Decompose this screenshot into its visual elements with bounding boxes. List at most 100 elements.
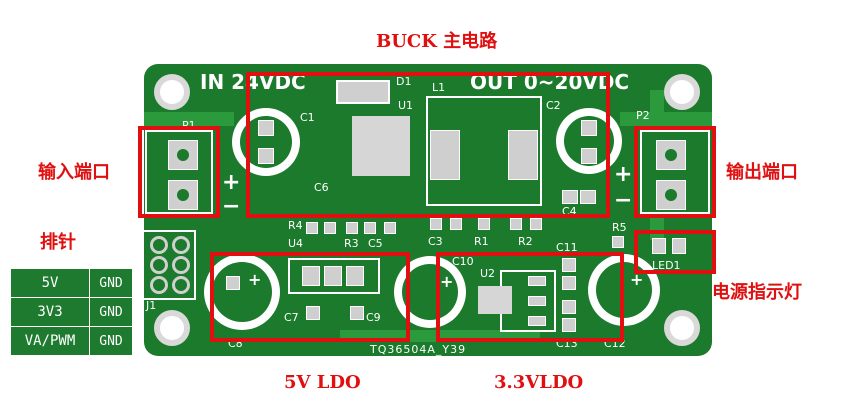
smd-pad bbox=[350, 306, 364, 320]
ground-cell: GND bbox=[89, 326, 133, 356]
mounting-hole bbox=[154, 310, 190, 346]
header-pin bbox=[150, 276, 168, 294]
table-row: VA/PWM GND bbox=[10, 326, 133, 356]
r1-label: R1 bbox=[474, 235, 489, 248]
ldo-33v-label: 3.3VLDO bbox=[494, 372, 584, 393]
c2-label: C2 bbox=[546, 99, 561, 112]
c4-label: C4 bbox=[562, 205, 577, 218]
p2-label: P2 bbox=[636, 109, 650, 122]
led-pad bbox=[672, 238, 686, 254]
r4-label: R4 bbox=[288, 219, 303, 232]
ldo-pin bbox=[324, 266, 342, 286]
plus-mark: + bbox=[630, 270, 644, 289]
cap-pad bbox=[581, 148, 597, 164]
smd-pad bbox=[306, 306, 320, 320]
smd-pad bbox=[562, 276, 576, 290]
table-row: 5V GND bbox=[10, 268, 133, 298]
minus-mark: − bbox=[222, 194, 241, 219]
header-pin bbox=[150, 236, 168, 254]
plus-mark: + bbox=[440, 272, 454, 291]
ldo-pin bbox=[528, 276, 546, 286]
c3-label: C3 bbox=[428, 235, 443, 248]
c8-label: C8 bbox=[228, 337, 243, 350]
trace bbox=[144, 112, 234, 126]
pin-header-j1 bbox=[142, 230, 196, 300]
inductor-pad bbox=[508, 130, 538, 180]
d1-label: D1 bbox=[396, 75, 412, 88]
output-port-label: 输出端口 bbox=[726, 162, 798, 183]
input-port-label: 输入端口 bbox=[38, 162, 110, 183]
c7-label: C7 bbox=[284, 311, 299, 324]
board-id-label: TQ36504A_Y39 bbox=[370, 343, 467, 356]
mounting-hole bbox=[664, 310, 700, 346]
cap-pad bbox=[581, 120, 597, 136]
ldo-5v-label: 5V LDO bbox=[284, 372, 361, 393]
smd-pad bbox=[430, 218, 442, 230]
signal-cell: 5V bbox=[10, 268, 90, 298]
power-led-box bbox=[634, 230, 716, 274]
input-voltage-label: IN 24VDC bbox=[200, 70, 306, 94]
trace bbox=[620, 112, 712, 126]
ground-cell: GND bbox=[89, 297, 133, 327]
diode-d1 bbox=[336, 80, 390, 104]
header-pin bbox=[150, 256, 168, 274]
c1-label: C1 bbox=[300, 111, 315, 124]
smd-pad bbox=[562, 258, 576, 272]
terminal-hole bbox=[662, 146, 680, 164]
mounting-hole bbox=[664, 74, 700, 110]
ground-cell: GND bbox=[89, 268, 133, 298]
table-row: 3V3 GND bbox=[10, 297, 133, 327]
c6-label: C6 bbox=[314, 181, 329, 194]
ldo-5v-box bbox=[210, 252, 410, 342]
plus-mark: + bbox=[614, 162, 633, 187]
terminal-hole bbox=[662, 186, 680, 204]
led-pad bbox=[652, 238, 666, 254]
r3-label: R3 bbox=[344, 237, 359, 250]
header-pin bbox=[172, 256, 190, 274]
capacitor-body bbox=[212, 262, 272, 322]
pin-function-table: 5V GND 3V3 GND VA/PWM GND bbox=[10, 268, 133, 356]
ldo-pin bbox=[528, 316, 546, 326]
led1-label: LED1 bbox=[652, 259, 681, 272]
c13-label: C13 bbox=[556, 337, 578, 350]
buck-circuit-box bbox=[246, 72, 610, 218]
output-port-box bbox=[634, 126, 716, 218]
smd-pad bbox=[450, 218, 462, 230]
c11-label: C11 bbox=[556, 241, 578, 254]
p1-label: P1 bbox=[182, 119, 196, 132]
buck-circuit-label: BUCK 主电路 bbox=[376, 31, 498, 52]
capacitor-body bbox=[402, 264, 458, 320]
c10-label: C10 bbox=[452, 255, 474, 268]
header-pin bbox=[172, 236, 190, 254]
terminal-hole bbox=[174, 146, 192, 164]
smd-pad bbox=[306, 222, 318, 234]
r5-label: R5 bbox=[612, 221, 627, 234]
inductor-pad bbox=[430, 130, 460, 180]
minus-mark: − bbox=[614, 188, 633, 213]
ldo-tab bbox=[478, 286, 512, 314]
plus-mark: + bbox=[248, 270, 262, 289]
smd-pad bbox=[384, 222, 396, 234]
pin-table-container: 5V GND 3V3 GND VA/PWM GND bbox=[10, 268, 133, 356]
ldo-pin bbox=[528, 296, 546, 306]
regulator-u1 bbox=[352, 116, 410, 176]
l1-label: L1 bbox=[432, 81, 446, 94]
ldo-pin bbox=[346, 266, 364, 286]
cap-pad bbox=[226, 276, 240, 290]
output-voltage-label: OUT 0~20VDC bbox=[470, 70, 630, 94]
input-port-box bbox=[138, 126, 220, 218]
smd-pad bbox=[562, 300, 576, 314]
signal-cell: 3V3 bbox=[10, 297, 90, 327]
smd-pad bbox=[478, 218, 490, 230]
smd-pad bbox=[562, 318, 576, 332]
mounting-hole bbox=[154, 74, 190, 110]
smd-pad bbox=[324, 222, 336, 234]
terminal-hole bbox=[174, 186, 192, 204]
smd-pad bbox=[612, 236, 624, 248]
smd-pad bbox=[364, 222, 376, 234]
smd-pad bbox=[346, 222, 358, 234]
c5-label: C5 bbox=[368, 237, 383, 250]
power-led-label: 电源指示灯 bbox=[712, 282, 802, 303]
smd-pad bbox=[530, 218, 542, 230]
ldo-pin bbox=[302, 266, 320, 286]
